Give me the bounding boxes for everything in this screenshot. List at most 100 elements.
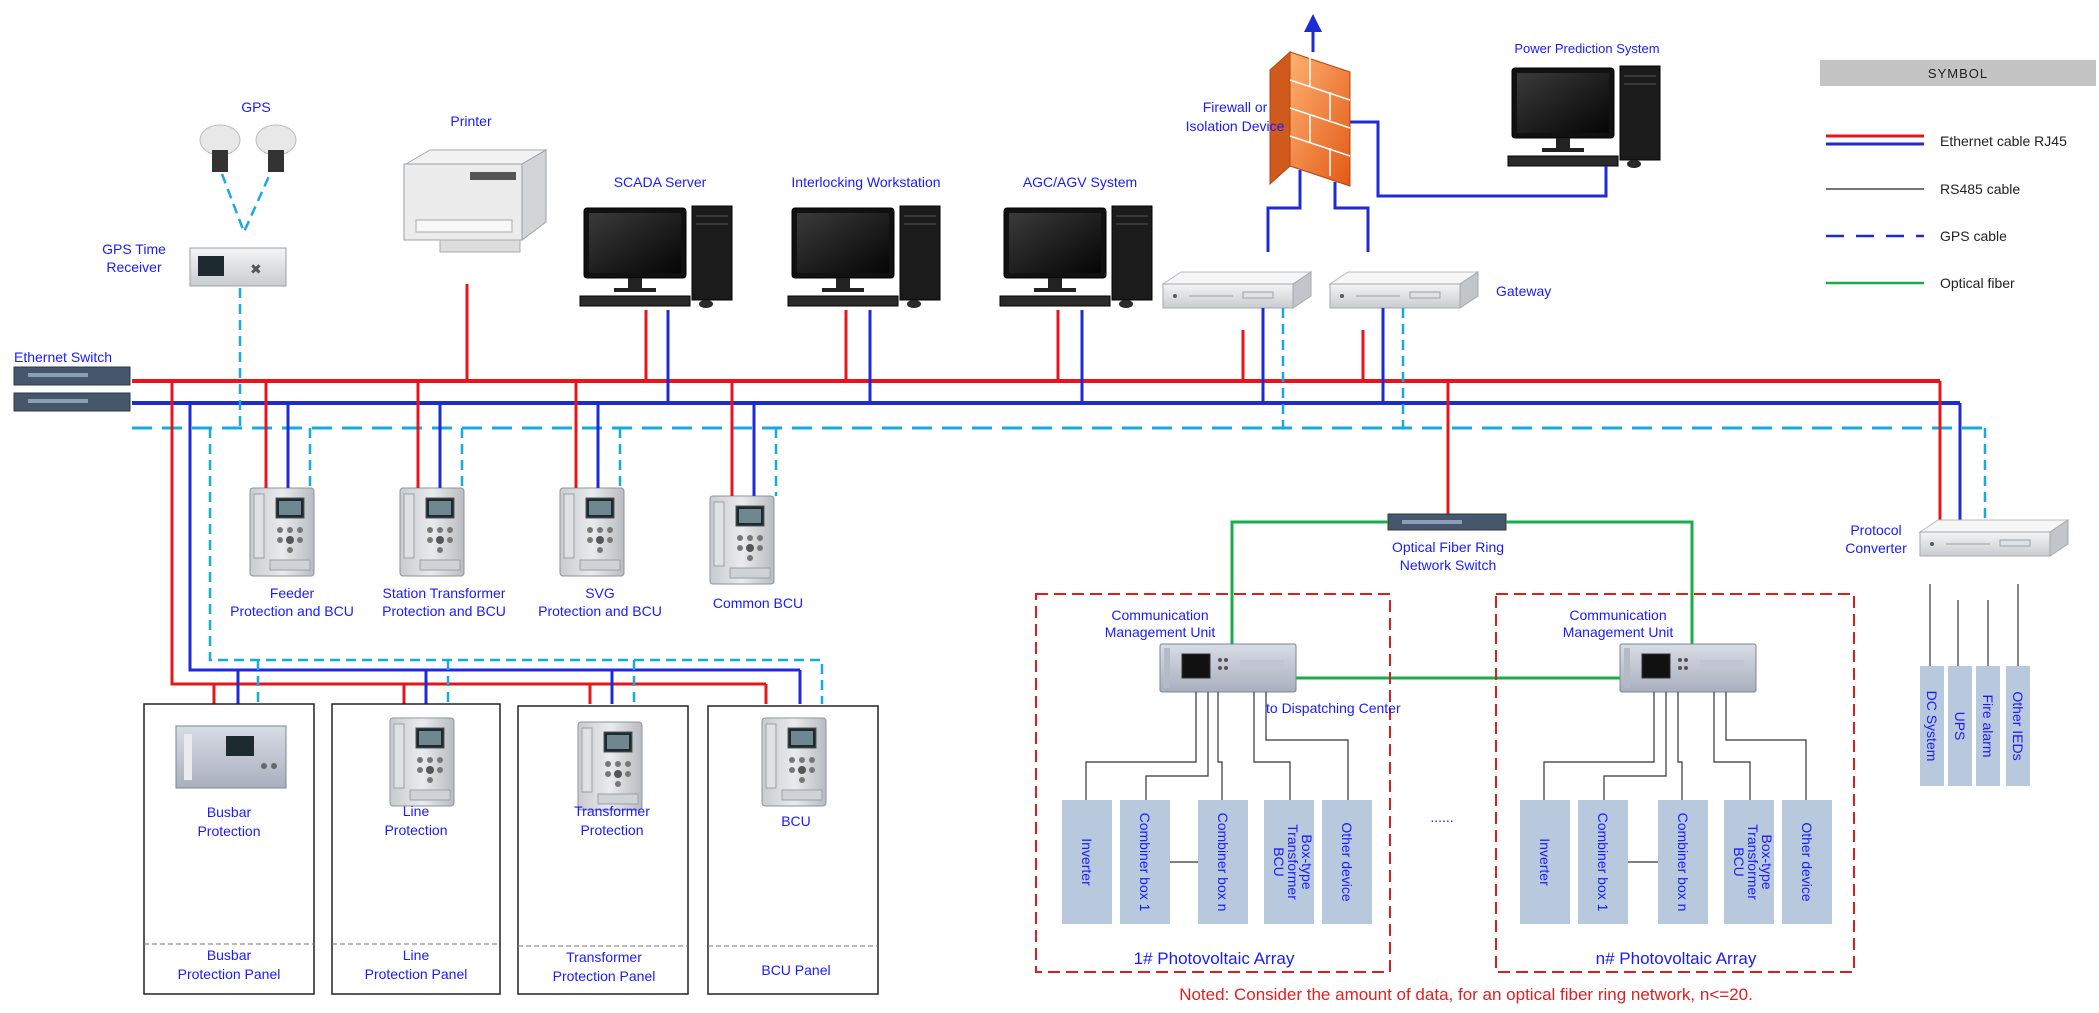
right-device-fire: Fire alarm bbox=[1980, 694, 1996, 757]
firewall-label-2: Isolation Device bbox=[1186, 118, 1285, 134]
busbar-device-2: Protection bbox=[197, 823, 260, 839]
pv-n-title: n# Photovoltaic Array bbox=[1596, 949, 1757, 968]
gps-label: GPS bbox=[241, 99, 271, 115]
firewall-icon bbox=[1269, 50, 1351, 187]
pv-n-rs485 bbox=[1543, 692, 1807, 863]
line-device-1: Line bbox=[403, 803, 430, 819]
pv-1-other: Other device bbox=[1339, 822, 1355, 902]
line-panel-1: Line bbox=[403, 947, 430, 963]
transformer-device-1: Transformer bbox=[574, 803, 650, 819]
ethernet-switch-label: Ethernet Switch bbox=[14, 349, 112, 365]
scada-server: SCADA Server bbox=[579, 174, 733, 403]
power-prediction-system: Power Prediction System bbox=[1350, 41, 1661, 198]
dispatching-label: to Dispatching Center bbox=[1266, 700, 1401, 716]
main-buses bbox=[132, 379, 1985, 430]
legend-optical-fiber: Optical fiber bbox=[1940, 275, 2015, 291]
transformer-device-2: Protection bbox=[580, 822, 643, 838]
ethernet-switch: Ethernet Switch bbox=[13, 349, 131, 412]
agc-system: AGC/AGV System bbox=[999, 174, 1153, 403]
scada-label: SCADA Server bbox=[614, 174, 707, 190]
pv-n-devices: Inverter Combiner box 1 Combiner box n B… bbox=[1520, 800, 1832, 924]
optical-switch-label-1: Optical Fiber Ring bbox=[1392, 539, 1504, 555]
line-device-2: Protection bbox=[384, 822, 447, 838]
legend-rs485: RS485 cable bbox=[1940, 181, 2020, 197]
printer: Printer bbox=[403, 113, 548, 381]
symbol-title: SYMBOL bbox=[1928, 66, 1988, 81]
pv-array-n: Communication Management Unit Inverter C… bbox=[1495, 593, 1855, 973]
busbar-panel-1: Busbar bbox=[207, 947, 252, 963]
gateway-1 bbox=[1162, 271, 1312, 428]
transformer-panel: Transformer Protection Transformer Prote… bbox=[517, 705, 689, 995]
protocol-label-1: Protocol bbox=[1850, 522, 1901, 538]
gateway-label: Gateway bbox=[1496, 283, 1551, 299]
optical-switch-label-2: Network Switch bbox=[1400, 557, 1496, 573]
printer-icon bbox=[403, 149, 548, 253]
common-bcu-label: Common BCU bbox=[713, 595, 803, 611]
busbar-device-1: Busbar bbox=[207, 804, 252, 820]
pv-1-combiner-n: Combiner box n bbox=[1215, 813, 1231, 912]
pv-n-combiner-1: Combiner box 1 bbox=[1595, 813, 1611, 912]
interlocking-label: Interlocking Workstation bbox=[791, 174, 940, 190]
busbar-relay-icon bbox=[175, 725, 287, 789]
feeder-label-1: Feeder bbox=[270, 585, 315, 601]
optical-ring: Optical Fiber Ring Network Switch bbox=[1230, 381, 1694, 680]
gps-receiver-label-2: Receiver bbox=[106, 259, 162, 275]
busbar-panel: Busbar Protection Busbar Protection Pane… bbox=[143, 703, 315, 995]
feeder-protection: Feeder Protection and BCU bbox=[230, 381, 354, 619]
cmu-1-label-1: Communication bbox=[1111, 607, 1208, 623]
bcu-panel: BCU BCU Panel bbox=[707, 705, 879, 995]
protocol-converter: Protocol Converter DC System UPS Fire al… bbox=[1845, 381, 2069, 786]
pv-1-combiner-1: Combiner box 1 bbox=[1137, 813, 1153, 912]
station-transformer-label-2: Protection and BCU bbox=[382, 603, 506, 619]
legend-gps-cable: GPS cable bbox=[1940, 228, 2007, 244]
pv-1-devices: Inverter Combiner box 1 Combiner box n B… bbox=[1062, 800, 1372, 924]
station-transformer-label-1: Station Transformer bbox=[383, 585, 506, 601]
pv-n-inverter: Inverter bbox=[1537, 838, 1553, 886]
interlocking-workstation: Interlocking Workstation bbox=[787, 174, 941, 403]
pv-n-box-type-3: BCU bbox=[1731, 847, 1747, 877]
firewall: Firewall or Isolation Device bbox=[1186, 14, 1370, 252]
pv-n-box-type-1: Box-type bbox=[1759, 834, 1775, 889]
panel-feeders bbox=[170, 381, 824, 704]
bcu-device-1: BCU bbox=[781, 813, 811, 829]
cmu-n-label-2: Management Unit bbox=[1563, 624, 1674, 640]
feeder-label-2: Protection and BCU bbox=[230, 603, 354, 619]
pv-1-inverter: Inverter bbox=[1079, 838, 1095, 886]
symbol-legend: SYMBOL Ethernet cable RJ45 RS485 cable G… bbox=[1820, 60, 2096, 291]
transformer-panel-1: Transformer bbox=[566, 949, 642, 965]
right-device-other: Other IEDs bbox=[2010, 691, 2026, 760]
busbar-panel-2: Protection Panel bbox=[178, 966, 281, 982]
pv-array-1: Communication Management Unit to Dispatc… bbox=[1035, 593, 1401, 973]
firewall-label-1: Firewall or bbox=[1203, 99, 1268, 115]
pv-1-box-type-3: BCU bbox=[1271, 847, 1287, 877]
optical-switch-icon bbox=[1387, 513, 1507, 531]
line-panel-2: Protection Panel bbox=[365, 966, 468, 982]
ellipsis: ...... bbox=[1430, 809, 1453, 825]
pv-1-title: 1# Photovoltaic Array bbox=[1134, 949, 1295, 968]
legend-ethernet: Ethernet cable RJ45 bbox=[1940, 133, 2067, 149]
printer-label: Printer bbox=[450, 113, 492, 129]
station-transformer-protection: Station Transformer Protection and BCU bbox=[382, 381, 506, 619]
gps-receiver-icon: ✖ bbox=[189, 247, 287, 287]
bcu-panel-1: BCU Panel bbox=[761, 962, 830, 978]
gps-receiver-label-1: GPS Time bbox=[102, 241, 166, 257]
line-panel: Line Protection Line Protection Panel bbox=[331, 703, 501, 995]
power-prediction-label: Power Prediction System bbox=[1514, 41, 1659, 56]
pv-n-combiner-n: Combiner box n bbox=[1675, 813, 1691, 912]
right-device-dc: DC System bbox=[1924, 691, 1940, 762]
gateway-2: Gateway bbox=[1329, 271, 1551, 428]
agc-label: AGC/AGV System bbox=[1023, 174, 1137, 190]
cmu-n-label-1: Communication bbox=[1569, 607, 1666, 623]
svg-text:✖: ✖ bbox=[250, 261, 262, 277]
footnote: Noted: Consider the amount of data, for … bbox=[1179, 985, 1753, 1004]
pv-n-other: Other device bbox=[1799, 822, 1815, 902]
pv-n-box-type-2: Transformer bbox=[1745, 824, 1761, 900]
svg-protection: SVG Protection and BCU bbox=[538, 381, 662, 619]
transformer-panel-2: Protection Panel bbox=[553, 968, 656, 984]
gps-system: GPS ✖ GPS Time Receiver bbox=[102, 99, 297, 428]
pv-1-rs485 bbox=[1085, 692, 1349, 863]
pv-1-box-type-2: Transformer bbox=[1285, 824, 1301, 900]
cmu-1-label-2: Management Unit bbox=[1105, 624, 1216, 640]
pv-1-box-type-1: Box-type bbox=[1299, 834, 1315, 889]
